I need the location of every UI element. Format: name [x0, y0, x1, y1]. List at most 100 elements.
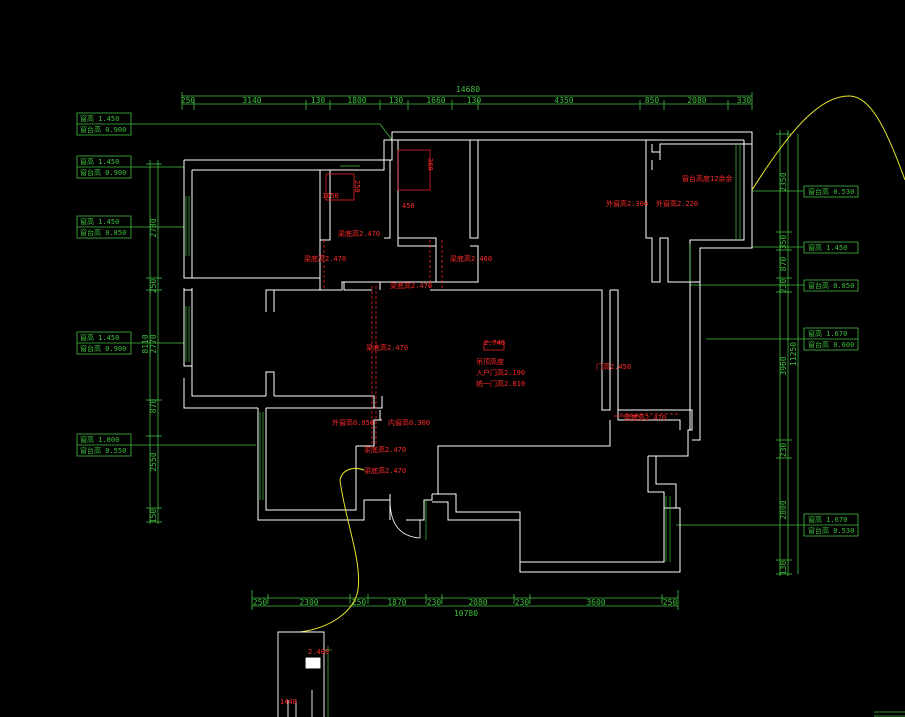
detail-label-1: 2.400 [308, 648, 329, 656]
note-small-3: 450 [402, 202, 415, 210]
right-dim-7: 230 [779, 443, 788, 458]
bottom-dim-7: 230 [515, 598, 530, 607]
room-annotations: 梁底高2.470 梁底高2.470 梁底高2.460 梁底高2.470 梁底高2… [304, 158, 732, 475]
left-dim-2: 250 [149, 279, 158, 294]
bottom-dim-2: 2300 [299, 598, 318, 607]
tag-r3: 窗台高 0.850 [808, 281, 854, 290]
left-dim-6: 2550 [149, 452, 158, 471]
left-dim-1: 2780 [149, 218, 158, 237]
leader-curves [299, 95, 905, 633]
note-r6: 梁底高2.470 [364, 445, 406, 454]
note-small-1: 250 [353, 180, 361, 193]
red-markers [325, 149, 640, 417]
left-window-tags [76, 112, 393, 457]
window-lines [185, 144, 741, 562]
top-dim-2: 3140 [242, 96, 261, 105]
bottom-dim-3: 250 [352, 598, 367, 607]
note-r8: 梁底高2.470 [624, 413, 666, 422]
beam-lines [323, 240, 680, 446]
left-dim-5: 870 [149, 399, 158, 414]
note-r3: 梁底高2.460 [450, 254, 492, 263]
bottom-dim-5: 230 [427, 598, 442, 607]
tag-r4-b: 窗台高 0.600 [808, 340, 854, 349]
right-dim-3: 870 [779, 257, 788, 272]
top-dim-9: 850 [645, 96, 660, 105]
top-dim-3: 130 [311, 96, 326, 105]
bottom-dim-1: 250 [253, 598, 268, 607]
right-window-tags [676, 185, 859, 537]
left-dim-labels: 2780 250 2770 8110 870 2550 150 [141, 218, 158, 523]
entry-door [389, 499, 421, 539]
right-dim-6: 11250 [789, 342, 798, 366]
top-dim-11: 330 [737, 96, 752, 105]
tag-l5-a: 窗高 1.800 [80, 435, 119, 444]
note-beam2: 内窗高0.300 [388, 418, 430, 427]
note-center-2: 入户门高2.190 [476, 368, 525, 377]
note-r5: 梁底高2.470 [366, 343, 408, 352]
note-r7: 梁底高2.470 [364, 466, 406, 475]
top-dim-5: 130 [389, 96, 404, 105]
tag-l2-a: 窗高 1.450 [80, 157, 119, 166]
top-dim-6: 1660 [426, 96, 445, 105]
tag-l3-a: 窗高 1.450 [80, 217, 119, 226]
top-dim-labels: 250 3140 130 1800 130 1660 130 4350 850 … [181, 96, 752, 105]
right-dim-labels: 2350 350 870 230 3960 11250 230 2800 130 [779, 172, 798, 575]
tag-r5-b: 窗台高 0.530 [808, 526, 854, 535]
left-dim-3: 2770 [149, 334, 158, 353]
note-r4: 梁底高2.470 [390, 281, 432, 290]
right-dim-2: 350 [779, 235, 788, 250]
note-center-3: 统一门高2.810 [476, 379, 525, 388]
top-dim-4: 1800 [347, 96, 366, 105]
tag-l1-b: 窗台高 0.900 [80, 125, 126, 134]
note-small-2: 1050 [322, 192, 339, 200]
note-r1: 梁底高2.470 [338, 229, 380, 238]
note-top: 窗台高度12余余 [682, 174, 732, 183]
tag-l4-b: 窗台高 0.900 [80, 344, 126, 353]
tag-r4-a: 窗高 1.670 [808, 329, 847, 338]
tag-l3-b: 窗台高 0.850 [80, 228, 126, 237]
right-dim-8: 2800 [779, 500, 788, 519]
bottom-total-dim: 10780 [454, 609, 478, 618]
right-dimension-chain [776, 130, 799, 576]
bottom-dim-6: 2080 [468, 598, 487, 607]
top-dim-8: 4350 [554, 96, 573, 105]
note-level: 2.740 [484, 339, 505, 347]
left-dimension-chain [146, 160, 162, 524]
right-dim-5: 3960 [779, 356, 788, 375]
note-center-1: 吊顶高度 [476, 357, 504, 366]
bottom-dim-8: 3600 [586, 598, 605, 607]
top-dimension-chain [181, 92, 753, 110]
note-win-a: 外窗高2.300 [606, 199, 648, 208]
tag-l5-b: 窗台高 0.550 [80, 446, 126, 455]
detail-label-2: 1440 [280, 698, 297, 706]
top-dim-1: 250 [181, 96, 196, 105]
right-dim-4: 230 [779, 279, 788, 294]
detail-view [277, 631, 325, 717]
tag-r2: 窗高 1.450 [808, 243, 847, 252]
detail-dims [324, 646, 905, 717]
bottom-dim-labels: 250 2300 250 1870 230 2080 230 3600 250 [253, 598, 678, 607]
note-r2: 梁底高2.470 [304, 254, 346, 263]
top-dim-7: 130 [467, 96, 482, 105]
tag-r5-a: 窗高 1.670 [808, 515, 847, 524]
right-dim-9: 130 [779, 561, 788, 576]
tag-r1: 窗台高 0.530 [808, 187, 854, 196]
tag-l1-a: 窗高 1.450 [80, 114, 119, 123]
note-win-b: 外窗高2.220 [656, 199, 698, 208]
note-small-4: 360 [426, 158, 434, 171]
bottom-dim-4: 1870 [387, 598, 406, 607]
bottom-dim-9: 250 [663, 598, 678, 607]
tag-l4-a: 窗高 1.450 [80, 333, 119, 342]
right-dim-1: 2350 [779, 172, 788, 191]
tag-l2-b: 窗台高 0.900 [80, 168, 126, 177]
note-beam1: 外窗高0.950 [332, 418, 374, 427]
left-tag-text: 窗高 1.450 窗台高 0.900 窗高 1.450 窗台高 0.900 窗高… [80, 114, 126, 455]
note-door: 门高2.450 [596, 362, 631, 371]
walls [183, 131, 753, 573]
top-total-dim: 14680 [456, 85, 480, 94]
left-dim-4: 8110 [141, 334, 150, 353]
top-dim-10: 2080 [687, 96, 706, 105]
bottom-dimension-chain [251, 590, 679, 610]
right-tag-text: 窗台高 0.530 窗高 1.450 窗台高 0.850 窗高 1.670 窗台… [808, 187, 854, 535]
